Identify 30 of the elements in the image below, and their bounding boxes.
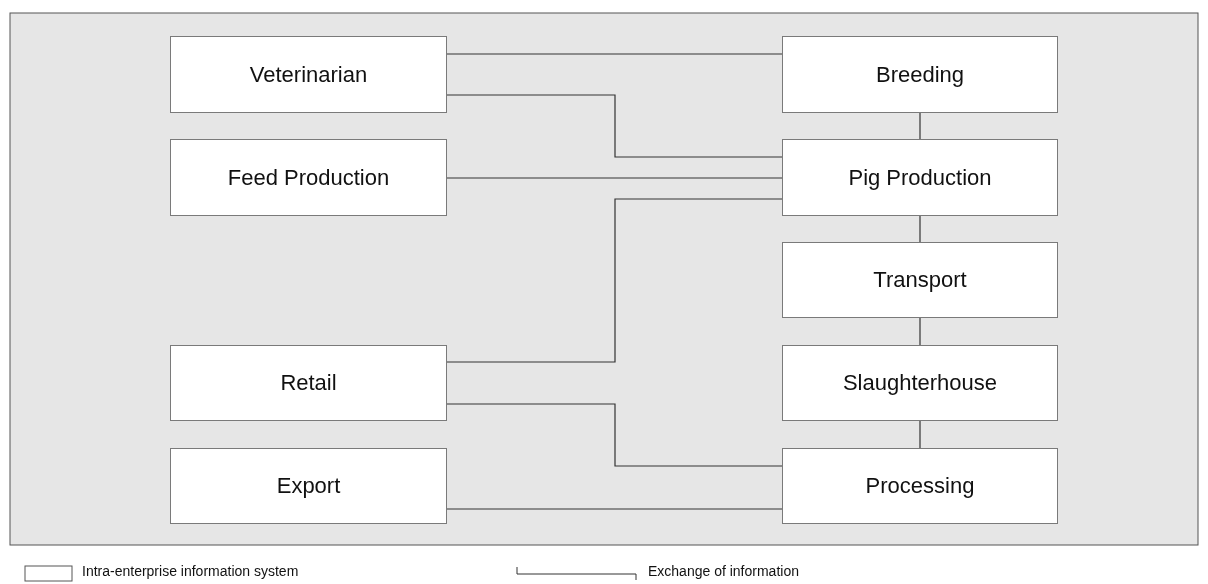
connector-line	[446, 508, 783, 510]
process-box	[782, 139, 1058, 216]
process-box	[782, 448, 1058, 524]
connector-line	[446, 94, 783, 158]
box-label: Feed Production	[227, 164, 390, 191]
connector-line	[919, 215, 921, 243]
connector-line	[919, 112, 921, 140]
box-label: Pig Production	[848, 164, 992, 191]
process-box	[170, 448, 447, 524]
connector-line	[446, 403, 783, 467]
connector-line	[919, 420, 921, 449]
box-label: Processing	[865, 473, 975, 499]
box-label: Veterinarian	[249, 61, 368, 88]
process-box	[782, 36, 1058, 113]
process-box	[782, 345, 1058, 421]
process-box	[782, 242, 1058, 318]
process-box	[170, 139, 447, 216]
box-label: Breeding	[875, 61, 965, 88]
connector-line	[446, 177, 783, 179]
connector-line	[446, 53, 783, 55]
connector-line	[446, 198, 783, 363]
legend-label: Exchange of information	[648, 563, 799, 579]
process-box	[170, 345, 447, 421]
process-box	[170, 36, 447, 113]
box-label: Transport	[873, 267, 967, 293]
box-label: Retail	[280, 370, 337, 396]
box-label: Export	[276, 473, 341, 499]
box-label: Slaughterhouse	[842, 370, 998, 396]
connector-line	[919, 317, 921, 346]
legend-label: Intra-enterprise information system	[82, 563, 299, 579]
